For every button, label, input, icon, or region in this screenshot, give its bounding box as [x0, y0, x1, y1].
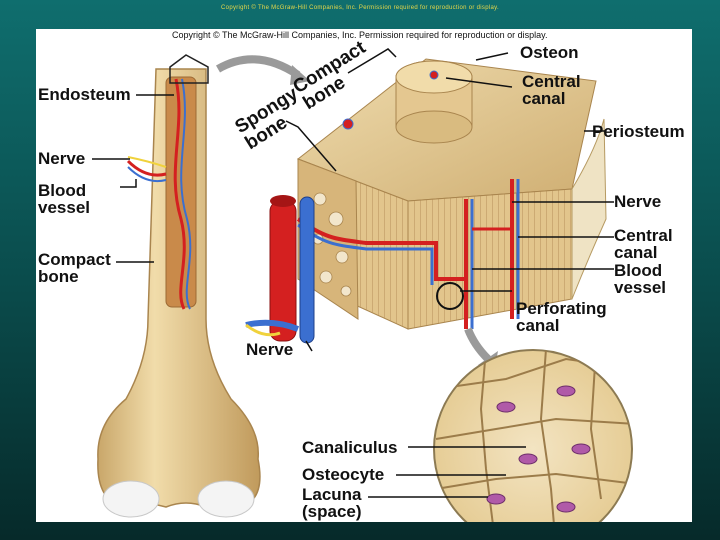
panel-copyright: Copyright © The McGraw-Hill Companies, I… [172, 30, 548, 40]
label-canaliculus: Canaliculus [302, 438, 398, 457]
label-lacuna: Lacuna (space) [302, 485, 362, 521]
label-osteocyte: Osteocyte [302, 465, 385, 484]
label-central-canal-right: Central canal [614, 226, 673, 262]
osteocyte-detail [433, 349, 633, 522]
zoom-arrow [215, 55, 301, 79]
bone-block [245, 58, 607, 344]
label-blood-vessel-right: Blood vessel [614, 261, 666, 297]
label-compact-bone-left: Compact bone [38, 250, 111, 286]
figure-panel: Copyright © The McGraw-Hill Companies, I… [36, 29, 692, 522]
label-endosteum: Endosteum [38, 85, 131, 104]
slide-copyright: Copyright © The McGraw-Hill Companies, I… [221, 5, 499, 11]
leader-lines [92, 48, 614, 498]
label-perforating-canal: Perforating canal [516, 299, 607, 335]
label-blood-vessel-left: Blood vessel [38, 181, 90, 217]
bone-structure-illustration [92, 48, 633, 522]
long-bone [97, 54, 261, 518]
label-periosteum: Periosteum [592, 122, 685, 141]
label-osteon: Osteon [520, 43, 579, 62]
label-central-canal-top: Central canal [522, 72, 581, 108]
label-nerve-right: Nerve [614, 192, 662, 211]
label-nerve-left: Nerve [38, 149, 86, 168]
label-nerve-bottom: Nerve [246, 340, 294, 359]
